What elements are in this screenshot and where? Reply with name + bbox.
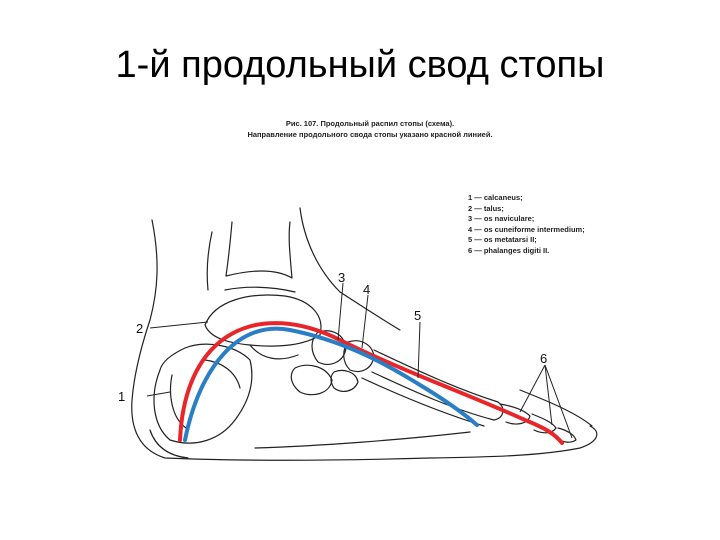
- legend-item-1: 1 — calcaneus;: [468, 193, 523, 202]
- leader-2: [149, 321, 209, 329]
- leader-3: [337, 282, 344, 341]
- navicular-bone: [311, 330, 347, 365]
- leader-4: [361, 294, 369, 349]
- sole-outline: [131, 399, 598, 461]
- caption-line-2: Направление продольного свода стопы указ…: [247, 130, 493, 139]
- arch-line-blue: [183, 326, 479, 442]
- legend-item-4: 4 — os cuneiforme intermedium;: [468, 224, 585, 234]
- heel-fat-pad: [149, 429, 189, 459]
- leader-5: [417, 321, 421, 379]
- label-2: 2: [136, 321, 143, 336]
- label-1: 1: [118, 389, 125, 404]
- tibia-bone: [225, 221, 293, 279]
- ankle-joint-line: [224, 286, 296, 293]
- legend-item-6: 6 — phalanges digiti II.: [468, 245, 550, 255]
- phalanx-2: [531, 413, 557, 434]
- calcaneus-bone: [153, 343, 253, 444]
- cuneiform-bone: [343, 340, 375, 373]
- metatarsal-bone: [371, 349, 504, 421]
- legend-item-5: 5 — os metatarsi II;: [468, 235, 537, 245]
- plantar-line: [254, 431, 471, 449]
- leader-6b: [544, 364, 553, 426]
- label-5: 5: [414, 308, 421, 323]
- tarsal-bone-lower: [330, 369, 359, 392]
- fibula-bone: [206, 231, 213, 291]
- label-4: 4: [363, 282, 370, 297]
- label-3: 3: [338, 270, 345, 285]
- figure-caption: Рис. 107. Продольный распил стопы (схема…: [210, 118, 530, 140]
- toe-outline: [519, 389, 593, 427]
- leader-6a: [519, 364, 546, 413]
- phalanx-1: [499, 403, 531, 425]
- leg-outline-back: [131, 219, 158, 401]
- leg-outline-front: [299, 207, 401, 331]
- leader-1: [146, 391, 171, 397]
- slide-title: 1-й продольный свод стопы: [115, 44, 605, 86]
- label-6: 6: [540, 351, 547, 366]
- cuboid-bone: [290, 364, 333, 396]
- legend-item-3: 3 — os naviculare;: [468, 214, 535, 224]
- legend-item-2: 2 — talus;: [468, 203, 504, 213]
- arch-line-red: [178, 321, 564, 445]
- caption-line-1: Рис. 107. Продольный распил стопы (схема…: [285, 119, 455, 128]
- talus-neck: [249, 344, 299, 360]
- legend: 1 — calcaneus; 2 — talus; 3 — os navicul…: [468, 193, 638, 257]
- leader-6c: [544, 364, 573, 439]
